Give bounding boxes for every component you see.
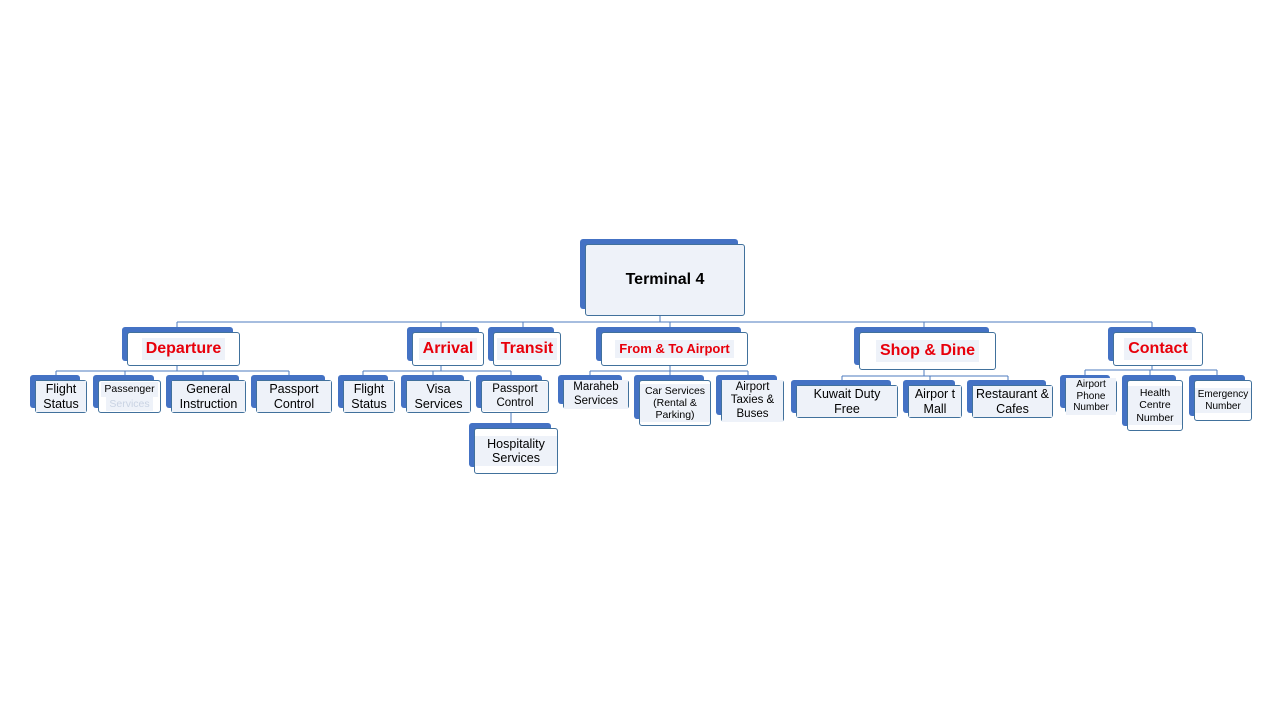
node-label: Terminal 4 <box>625 270 705 288</box>
node-label: Flight Status <box>344 381 394 412</box>
node-label-faded: Services <box>106 396 153 411</box>
node-label: Maraheb Services <box>564 380 628 409</box>
node-label: From & To Airport <box>615 339 734 359</box>
node-label: Airpor t Mall <box>909 386 961 417</box>
node-label: Departure <box>141 337 226 361</box>
node-label: General Instruction <box>172 381 245 412</box>
node-label: Hospitality Services <box>475 435 557 467</box>
node-label: Visa Services <box>407 381 470 412</box>
node-label: Transit <box>496 337 558 361</box>
node-label: Passport Control <box>482 382 548 411</box>
node-label: Car Services (Rental & Parking) <box>640 383 710 423</box>
node-label: Arrival <box>418 337 478 361</box>
node-label: Airport Taxies & Buses <box>722 380 783 422</box>
node-label: Passport Control <box>257 381 331 412</box>
node-label: Health Centre Number <box>1128 386 1182 425</box>
node-label: Flight Status <box>36 381 86 412</box>
node-label: Contact <box>1124 337 1192 361</box>
node-label: Emergency Number <box>1194 388 1252 413</box>
node-label: Shop & Dine <box>875 339 980 363</box>
node-label: Airport Phone Number <box>1066 378 1116 415</box>
node-label: Passenger <box>101 382 158 397</box>
node-label: Kuwait Duty Free <box>797 386 897 417</box>
node-label: Restaurant & Cafes <box>973 386 1052 417</box>
